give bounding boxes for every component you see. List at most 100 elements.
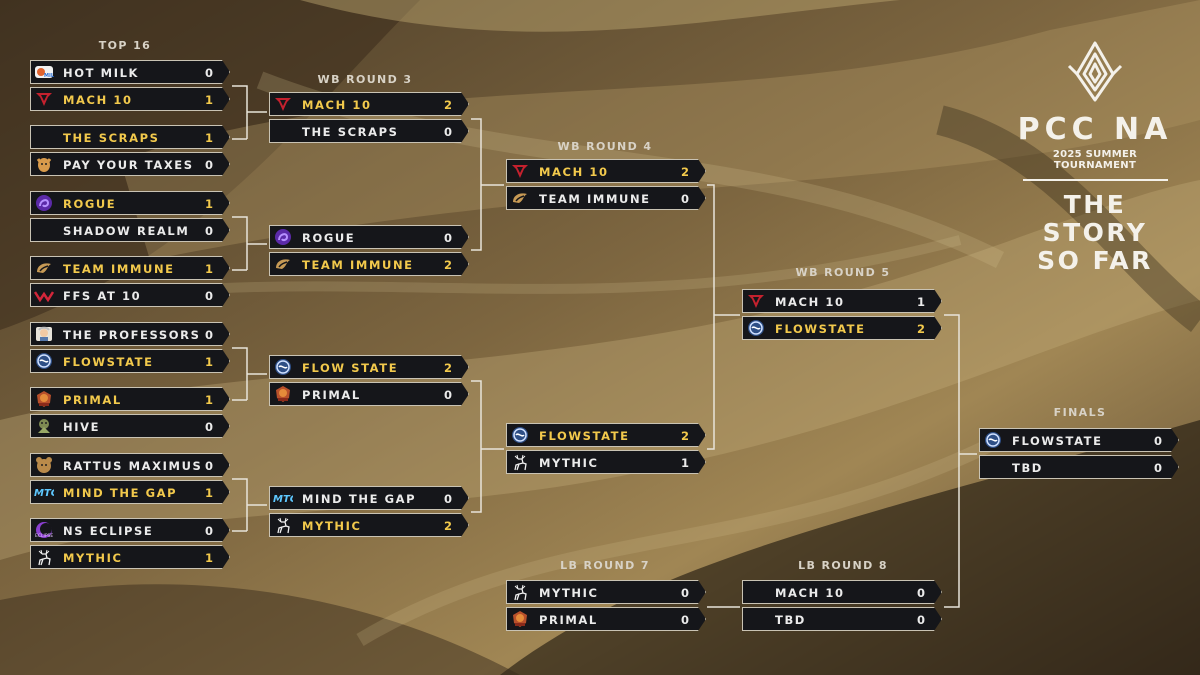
team-name: MYTHIC: [539, 456, 599, 470]
mythic-logo: [510, 453, 530, 471]
team-score: 1: [204, 393, 213, 407]
team-score: 0: [680, 586, 689, 600]
team-name: MYTHIC: [302, 519, 362, 533]
team-score: 0: [443, 492, 452, 506]
team-score: 1: [916, 295, 925, 309]
team-name: THE SCRAPS: [302, 125, 399, 139]
svg-text:ECLIPSE: ECLIPSE: [35, 533, 53, 539]
team-score: 0: [204, 420, 213, 434]
team-score: 0: [204, 459, 213, 473]
hot-milk-logo: MILK: [34, 63, 54, 81]
team-name: TBD: [775, 613, 806, 627]
team-name: MIND THE GAP: [63, 486, 178, 500]
team-name: TEAM IMMUNE: [63, 262, 175, 276]
team-name: FLOW STATE: [302, 361, 399, 375]
team-score: 0: [204, 224, 213, 238]
primal-logo: [273, 385, 293, 403]
team-name: MACH 10: [302, 98, 372, 112]
team-name: MACH 10: [539, 165, 609, 179]
team-score: 1: [204, 93, 213, 107]
team-slot: MACH 10 1: [30, 87, 230, 111]
empty-logo: [746, 583, 766, 601]
team-name: MIND THE GAP: [302, 492, 417, 506]
team-slot: MACH 10 2: [506, 159, 706, 183]
flowstate-logo: [510, 426, 530, 444]
team-score: 0: [204, 66, 213, 80]
team-name: RATTUS MAXIMUS: [63, 459, 203, 473]
flowstate-logo: [746, 319, 766, 337]
team-score: 1: [204, 355, 213, 369]
team-slot: ROGUE 1: [30, 191, 230, 215]
mach-10-logo: [273, 95, 293, 113]
team-immune-logo: [510, 189, 530, 207]
team-name: MACH 10: [775, 295, 845, 309]
mythic-logo: [34, 548, 54, 566]
team-name: TEAM IMMUNE: [302, 258, 414, 272]
ffs-at-10-logo: [34, 286, 54, 304]
team-name: PAY YOUR TAXES: [63, 158, 194, 172]
round-label-top16: TOP 16: [98, 39, 152, 52]
team-score: 0: [916, 613, 925, 627]
mind-the-gap-logo: MTG: [273, 489, 293, 507]
team-score: 2: [443, 361, 452, 375]
team-immune-logo: [34, 259, 54, 277]
flowstate-logo: [273, 358, 293, 376]
mach-10-logo: [34, 90, 54, 108]
team-score: 2: [680, 429, 689, 443]
team-name: ROGUE: [63, 197, 117, 211]
pay-your-taxes-logo: [34, 155, 54, 173]
pcc-crest-logo: [1067, 41, 1123, 102]
team-slot: PRIMAL 1: [30, 387, 230, 411]
empty-logo: [273, 122, 293, 140]
team-name: FLOWSTATE: [539, 429, 630, 443]
team-score: 2: [916, 322, 925, 336]
svg-text:MTG: MTG: [34, 488, 54, 499]
team-score: 2: [443, 98, 452, 112]
round-label-wb5: WB ROUND 5: [795, 266, 891, 279]
team-slot: MTG MIND THE GAP 0: [269, 486, 469, 510]
team-score: 2: [443, 258, 452, 272]
the-professors-logo: [34, 325, 54, 343]
brand-name: PCC NA: [1017, 112, 1173, 147]
team-score: 0: [204, 524, 213, 538]
team-slot: ECLIPSE NS ECLIPSE 0: [30, 518, 230, 542]
team-name: PRIMAL: [63, 393, 122, 407]
team-name: THE PROFESSORS: [63, 328, 201, 342]
mythic-logo: [510, 583, 530, 601]
team-name: HOT MILK: [63, 66, 140, 80]
round-label-lb7: LB ROUND 7: [560, 559, 650, 572]
rogue-logo: [34, 194, 54, 212]
team-score: 1: [204, 197, 213, 211]
brand-divider: [1022, 179, 1168, 181]
team-slot: MACH 10 2: [269, 92, 469, 116]
team-score: 0: [443, 125, 452, 139]
team-name: MACH 10: [63, 93, 133, 107]
team-slot: FLOWSTATE 2: [742, 316, 942, 340]
team-slot: FLOWSTATE 2: [506, 423, 706, 447]
empty-logo: [34, 221, 54, 239]
team-name: MYTHIC: [63, 551, 123, 565]
mythic-logo: [273, 516, 293, 534]
team-immune-logo: [273, 255, 293, 273]
brand-subtitle: 2025 SUMMER TOURNAMENT: [1052, 149, 1138, 171]
team-name: FLOWSTATE: [775, 322, 866, 336]
team-score: 0: [204, 328, 213, 342]
brand-tagline-2: SO FAR: [1037, 246, 1153, 275]
team-name: MYTHIC: [539, 586, 599, 600]
team-name: FFS AT 10: [63, 289, 142, 303]
team-score: 2: [680, 165, 689, 179]
team-slot: MACH 10 1: [742, 289, 942, 313]
team-name: NS ECLIPSE: [63, 524, 154, 538]
primal-logo: [34, 390, 54, 408]
team-slot: MYTHIC 0: [506, 580, 706, 604]
team-name: THE SCRAPS: [63, 131, 160, 145]
flowstate-logo: [983, 431, 1003, 449]
